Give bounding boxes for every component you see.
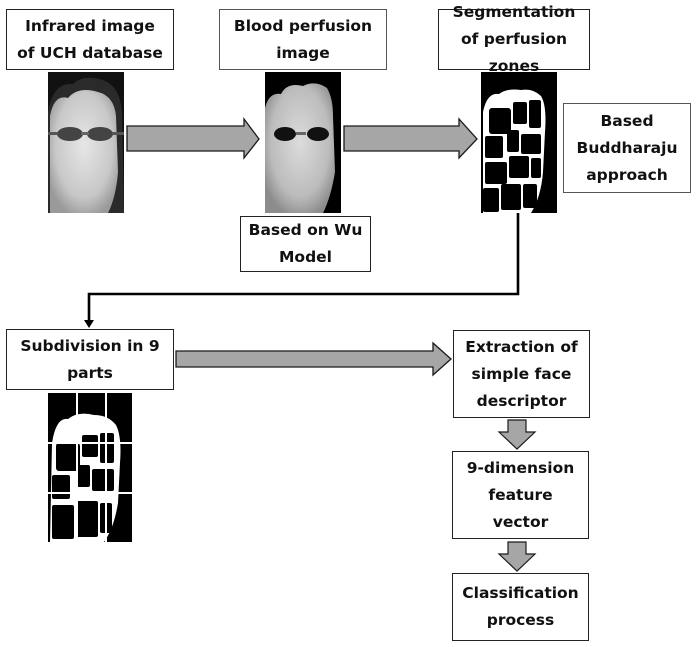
blood-perfusion-label: Blood perfusion image — [233, 16, 373, 62]
buddharaju-label-box: Based Buddharaju approach — [563, 103, 691, 193]
segmentation-label-box: Segmentation of perfusion zones — [438, 3, 590, 75]
infrared-image-label: Infrared image of UCH database — [17, 16, 163, 62]
segmentation-graphic — [483, 89, 546, 213]
blood-perfusion-face-image — [265, 72, 341, 213]
connector-segmentation-to-subdivision — [87, 213, 520, 322]
buddharaju-label: Based Buddharaju approach — [576, 111, 678, 184]
infrared-image-label-box: Infrared image of UCH database — [6, 9, 174, 70]
subdivision-label: Subdivision in 9 parts — [20, 336, 160, 382]
arrow-subdivision-to-extraction — [175, 341, 452, 377]
arrow-infrared-to-perfusion — [126, 117, 260, 160]
subdivided-9-parts-image — [48, 393, 132, 542]
infrared-face-graphic — [48, 77, 124, 213]
connector-arrowhead — [84, 320, 94, 328]
infrared-face-image — [48, 72, 124, 213]
arrow-perfusion-to-segmentation — [343, 117, 478, 160]
subdivision-graphic — [48, 393, 132, 542]
wu-model-label: Based on Wu Model — [248, 221, 363, 266]
extraction-label-box: Extraction of simple face descriptor — [453, 330, 590, 418]
classification-label: Classification process — [462, 584, 579, 629]
feature-vector-label-box: 9-dimension feature vector — [452, 451, 589, 539]
segmentation-label: Segmentation of perfusion zones — [452, 3, 576, 75]
classification-label-box: Classification process — [452, 573, 589, 641]
blood-perfusion-graphic — [265, 83, 335, 213]
extraction-label: Extraction of simple face descriptor — [465, 337, 578, 410]
feature-vector-label: 9-dimension feature vector — [466, 458, 575, 531]
segmented-perfusion-zones-image — [481, 72, 557, 213]
arrow-extraction-to-vector — [497, 419, 537, 450]
blood-perfusion-label-box: Blood perfusion image — [219, 9, 387, 70]
arrow-vector-to-classification — [497, 541, 537, 572]
wu-model-label-box: Based on Wu Model — [240, 216, 371, 272]
subdivision-label-box: Subdivision in 9 parts — [6, 329, 174, 390]
